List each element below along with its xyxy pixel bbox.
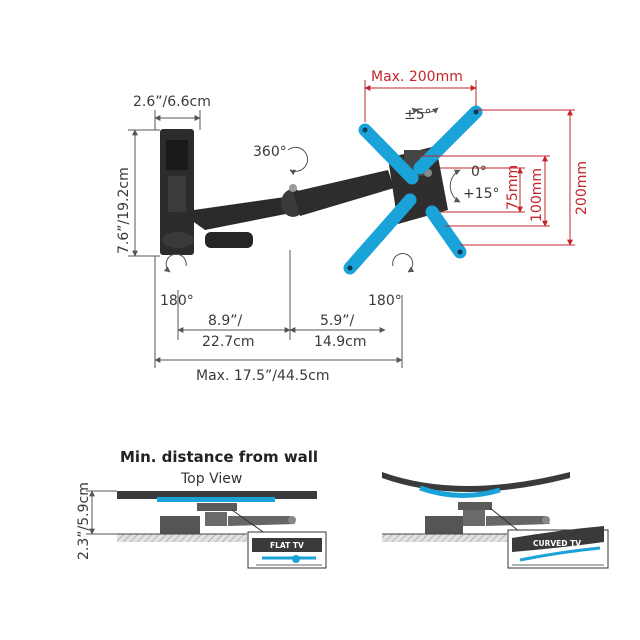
vesa-max-width-label: Max. 200mm: [371, 69, 463, 85]
red-dimension-lines: [364, 80, 575, 246]
wall-distance-title: Min. distance from wall: [120, 448, 318, 466]
arm2-inch-label: 5.9”/: [320, 313, 355, 329]
arm2-cm-label: 14.9cm: [314, 334, 367, 350]
vesa-bracket: [343, 105, 483, 275]
vesa-arm-lower-left: [343, 193, 417, 275]
vesa-arm-upper-right: [413, 105, 483, 175]
vesa-200-label: 200mm: [574, 161, 590, 215]
curved-tv-panel: [382, 472, 570, 492]
flat-tv-panel: [117, 491, 317, 499]
rotation-180-right-label: 180°: [368, 293, 402, 309]
vesa-75-label: 75mm: [505, 165, 521, 210]
arm1-cm-label: 22.7cm: [202, 334, 255, 350]
wall-distance-label: 2.3”/5.9cm: [76, 482, 92, 560]
gray-dimension-lines: [128, 107, 461, 368]
tilt-0-label: 0°: [471, 164, 487, 180]
rotation-180-left-label: 180°: [160, 293, 194, 309]
wall-surface-right: [382, 534, 507, 542]
max-extension-label: Max. 17.5”/44.5cm: [196, 368, 330, 384]
vesa-arm-upper-left: [358, 123, 419, 185]
flat-tv-label: FLAT TV: [270, 541, 304, 550]
flat-tv-view: FLAT TV: [86, 490, 327, 569]
arm1-inch-label: 8.9”/: [208, 313, 243, 329]
tilt-pm5-label: ±5°: [404, 107, 432, 123]
top-view-subtitle: Top View: [180, 471, 242, 487]
arm-1: [180, 196, 296, 230]
rotation-360-label: 360°: [253, 144, 287, 160]
vesa-arm-lower-right: [425, 205, 467, 259]
mount-illustration: [160, 129, 448, 255]
arm-2: [293, 170, 394, 216]
wall-surface-left: [117, 534, 247, 542]
depth-label: 2.6”/6.6cm: [133, 94, 211, 110]
height-label: 7.6”/19.2cm: [116, 167, 132, 254]
tilt-15-label: +15°: [463, 186, 500, 202]
curved-tv-label: CURVED TV: [533, 539, 581, 548]
curved-tv-view: CURVED TV: [382, 472, 609, 569]
vesa-100-label: 100mm: [529, 168, 545, 222]
